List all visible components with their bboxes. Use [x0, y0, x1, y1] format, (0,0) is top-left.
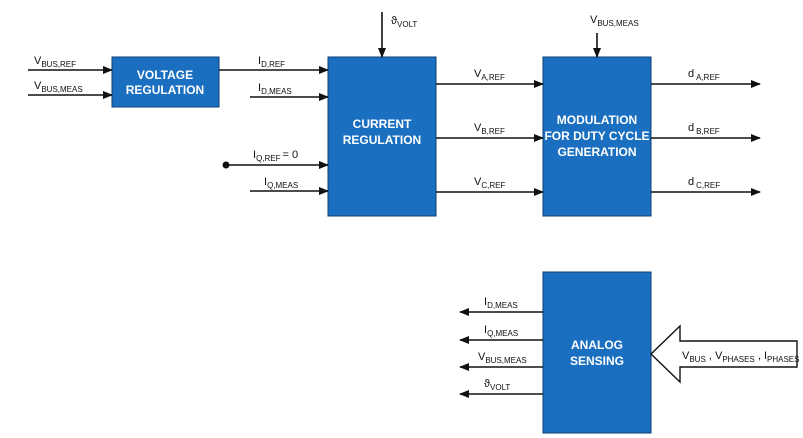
label-out-theta-volt: ϑVOLT: [484, 378, 510, 392]
label-vbus-meas-top: VBUS,MEAS: [590, 14, 639, 28]
block-line: ANALOG: [571, 338, 623, 352]
label-iq-meas: IQ,MEAS: [264, 176, 298, 190]
label-out-vbus-meas: VBUS,MEAS: [478, 351, 527, 365]
label-id-ref: ID,REF: [258, 55, 285, 69]
block-line: REGULATION: [126, 83, 204, 97]
label-theta-volt: ϑVOLT: [391, 15, 417, 29]
label-iq-ref: IQ,REF= 0: [253, 149, 298, 163]
label-vb-ref: VB,REF: [474, 122, 505, 136]
block-line: FOR DUTY CYCLE: [544, 129, 649, 143]
block-line: MODULATION: [557, 113, 637, 127]
label-vbus-ref: VBUS,REF: [34, 55, 76, 69]
sensing-input-hollow-arrow: [649, 324, 798, 384]
block-line: SENSING: [570, 354, 624, 368]
block-line: CURRENT: [353, 117, 412, 131]
label-id-meas: ID,MEAS: [258, 82, 292, 96]
label-sensing-input: VBUS , VPHASES , IPHASES: [682, 350, 799, 364]
label-vc-ref: VC,REF: [474, 176, 505, 190]
label-out-id-meas: ID,MEAS: [484, 296, 518, 310]
label-va-ref: VA,REF: [474, 68, 505, 82]
block-line: VOLTAGE: [137, 68, 193, 82]
label-out-iq-meas: IQ,MEAS: [484, 324, 518, 338]
label-vbus-meas: VBUS,MEAS: [34, 80, 83, 94]
current-regulation-block: CURRENT REGULATION: [327, 56, 437, 217]
block-line: REGULATION: [343, 133, 421, 147]
block-line: GENERATION: [557, 145, 636, 159]
analog-sensing-block: ANALOG SENSING: [542, 271, 652, 434]
wires: [28, 12, 798, 398]
modulation-block: MODULATION FOR DUTY CYCLE GENERATION: [542, 56, 652, 217]
signal-labels: VBUS,REF VBUS,MEAS ID,REF ID,MEAS IQ,REF…: [34, 14, 799, 392]
